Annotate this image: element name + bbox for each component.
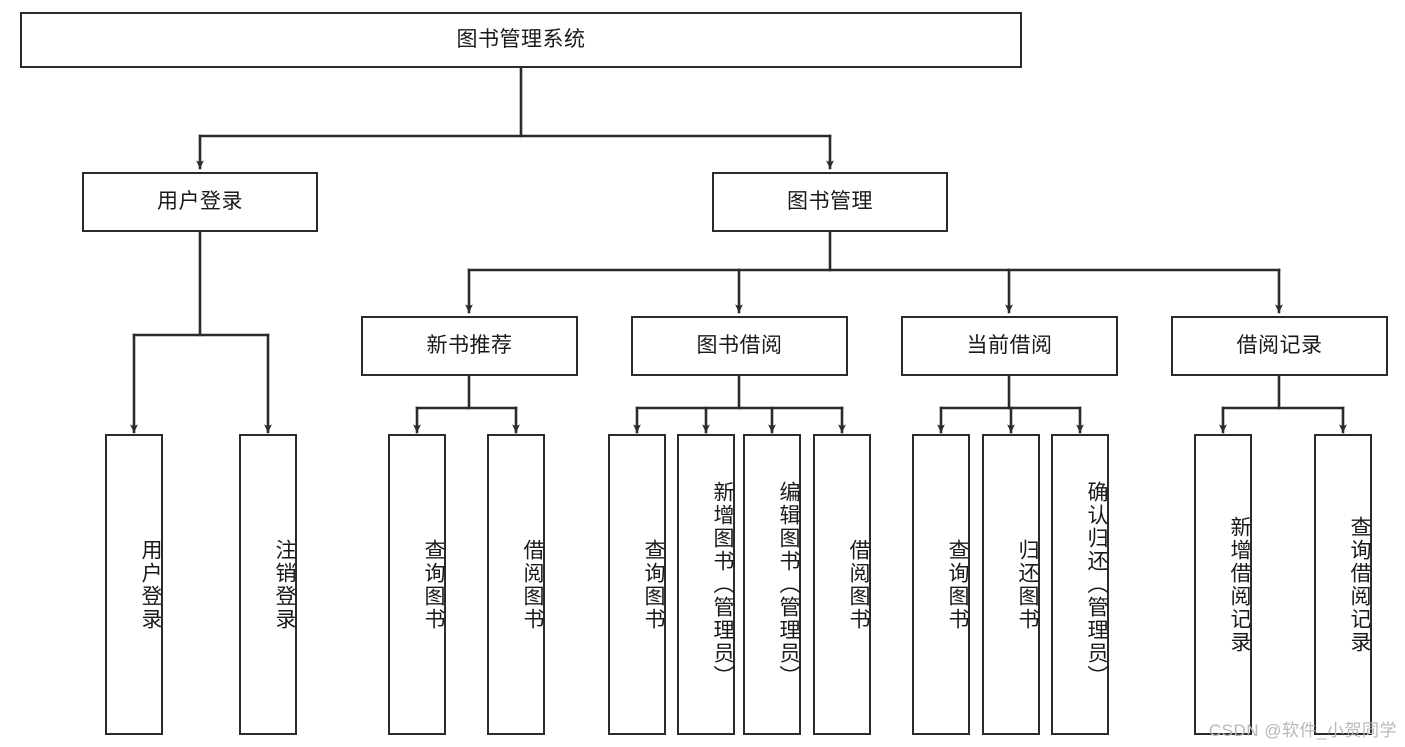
leaf-query-book-1[interactable]: 查询图书 [388,434,446,735]
node-root[interactable]: 图书管理系统 [20,12,1022,68]
node-book-manage-label: 图书管理 [787,190,873,214]
node-new-book-recommend[interactable]: 新书推荐 [361,316,578,376]
leaf-add-record[interactable]: 新增借阅记录 [1194,434,1252,735]
leaf-query-book-3[interactable]: 查询图书 [912,434,970,735]
leaf-query-book-2[interactable]: 查询图书 [608,434,666,735]
node-borrow-record-label: 借阅记录 [1236,334,1323,358]
leaf-query-record-label: 查询借阅记录 [1348,515,1371,654]
leaf-query-book-1-label: 查询图书 [422,538,445,631]
node-borrow-record[interactable]: 借阅记录 [1171,316,1388,376]
node-book-borrow-label: 图书借阅 [696,334,783,358]
leaf-add-book-label: 新增图书（管理员） [711,481,734,688]
leaf-borrow-book-1[interactable]: 借阅图书 [487,434,545,735]
leaf-logout[interactable]: 注销登录 [239,434,297,735]
node-book-manage[interactable]: 图书管理 [712,172,948,232]
leaf-user-login-label: 用户登录 [139,538,162,631]
leaf-user-login[interactable]: 用户登录 [105,434,163,735]
node-new-book-recommend-label: 新书推荐 [426,334,513,358]
leaf-borrow-book-2-label: 借阅图书 [847,538,870,631]
node-book-borrow[interactable]: 图书借阅 [631,316,848,376]
leaf-edit-book[interactable]: 编辑图书（管理员） [743,434,801,735]
leaf-confirm-return[interactable]: 确认归还（管理员） [1051,434,1109,735]
node-user-login-label: 用户登录 [157,190,243,214]
leaf-logout-label: 注销登录 [273,538,296,631]
node-user-login[interactable]: 用户登录 [82,172,318,232]
leaf-edit-book-label: 编辑图书（管理员） [777,481,800,688]
leaf-return-book[interactable]: 归还图书 [982,434,1040,735]
leaf-add-book[interactable]: 新增图书（管理员） [677,434,735,735]
leaf-borrow-book-1-label: 借阅图书 [521,538,544,631]
leaf-query-book-3-label: 查询图书 [946,538,969,631]
leaf-confirm-return-label: 确认归还（管理员） [1085,481,1108,688]
leaf-add-record-label: 新增借阅记录 [1228,515,1251,654]
leaf-borrow-book-2[interactable]: 借阅图书 [813,434,871,735]
watermark: CSDN @软件_小贺同学 [1208,721,1397,740]
node-current-borrow[interactable]: 当前借阅 [901,316,1118,376]
leaf-query-book-2-label: 查询图书 [642,538,665,631]
leaf-query-record[interactable]: 查询借阅记录 [1314,434,1372,735]
node-root-label: 图书管理系统 [456,28,586,52]
leaf-return-book-label: 归还图书 [1016,538,1039,631]
node-current-borrow-label: 当前借阅 [966,334,1053,358]
